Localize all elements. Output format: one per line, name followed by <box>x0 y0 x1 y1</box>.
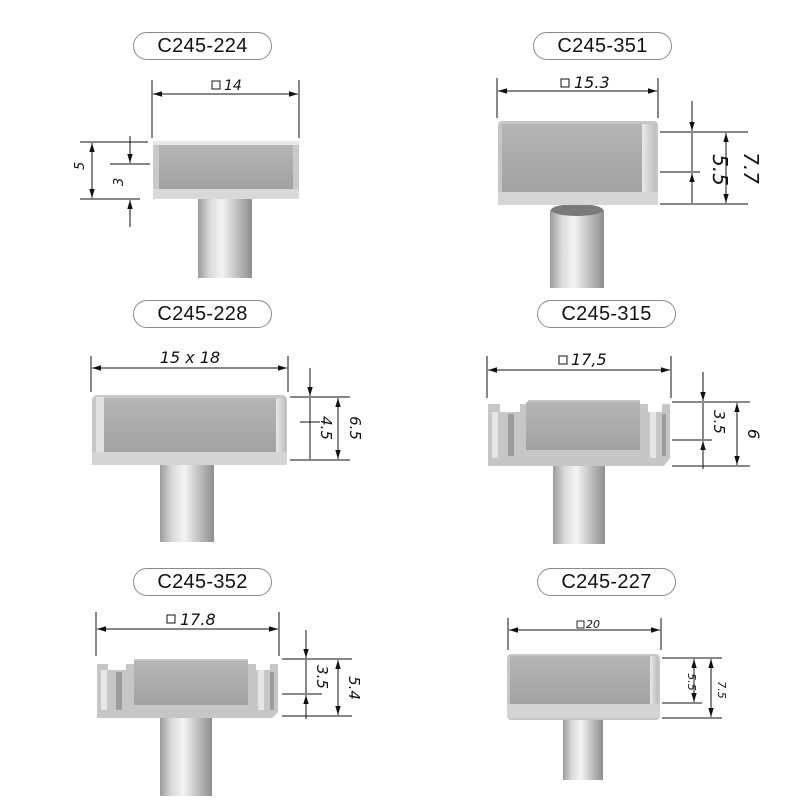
height-inner-dimension: 4.5 <box>317 416 335 440</box>
stem-shape <box>160 710 212 796</box>
height-total-dimension: 6.5 <box>346 416 364 440</box>
stem-shape <box>550 210 604 288</box>
part-c245-351-drawing: 15.3 5.5 7.7 <box>496 73 763 288</box>
part-c245-352-drawing: 17.8 3.5 5.4 <box>95 610 363 796</box>
part-c245-227-drawing: 20 5.5 7.5 <box>507 618 728 780</box>
width-dimension: 15 x 18 <box>160 348 220 367</box>
stem-shape <box>553 458 605 544</box>
part-code-label: C245-352 <box>133 568 272 596</box>
height-inner-dimension: 3.5 <box>313 665 331 689</box>
height-total-dimension: 7.5 <box>715 681 728 699</box>
width-dimension: 14 <box>224 78 242 94</box>
part-c245-228-drawing: 15 x 18 4.5 6.5 <box>90 348 364 542</box>
part-c245-315-drawing: 17,5 3.5 6 <box>486 350 763 544</box>
height-inner-dimension: 3 <box>112 178 127 186</box>
part-code-label: C245-315 <box>537 300 676 328</box>
stem-shape <box>198 190 252 278</box>
width-dimension: 17,5 <box>571 350 607 369</box>
height-total-dimension: 6 <box>744 429 763 439</box>
height-inner-dimension: 5.5 <box>685 673 698 691</box>
height-total-dimension: 5.4 <box>345 676 363 700</box>
height-inner-dimension: 3.5 <box>710 410 728 434</box>
height-total-dimension: 5 <box>73 162 88 170</box>
height-total-dimension: 7.7 <box>739 152 763 184</box>
part-c245-224-drawing: 14 5 3 <box>73 78 300 278</box>
width-dimension: 17.8 <box>180 610 216 629</box>
width-dimension: 20 <box>586 618 600 631</box>
stem-shape <box>160 458 214 542</box>
width-dimension: 15.3 <box>574 73 610 92</box>
part-code-label: C245-224 <box>133 32 272 60</box>
part-code-label: C245-228 <box>133 300 272 328</box>
part-code-label: C245-227 <box>537 568 676 596</box>
part-code-label: C245-351 <box>533 32 672 60</box>
height-inner-dimension: 5.5 <box>708 154 732 186</box>
stem-shape <box>563 714 603 780</box>
